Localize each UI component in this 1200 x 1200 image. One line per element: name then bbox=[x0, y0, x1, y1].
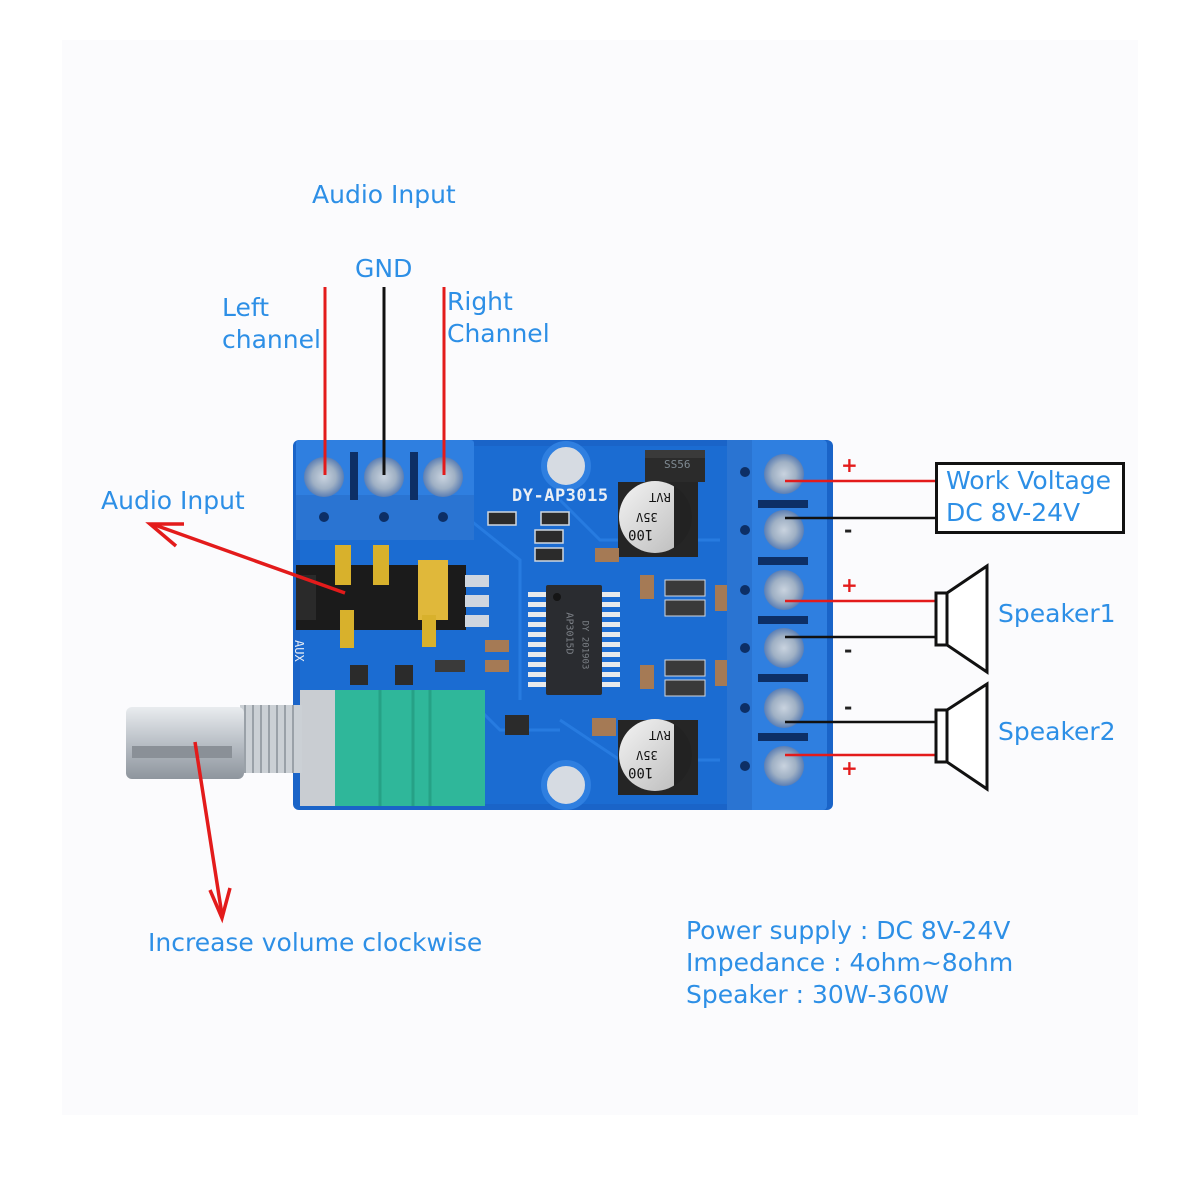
left-channel-label-line2: channel bbox=[222, 325, 321, 354]
terminal-screw-vcc-minus bbox=[764, 510, 804, 550]
cap-bottom-marking-2: 35V bbox=[636, 748, 658, 762]
specs-block: Power supply : DC 8V-24V Impedance : 4oh… bbox=[686, 915, 1013, 1011]
terminal-screw-left bbox=[304, 457, 344, 522]
cap-top-marking-2: 35V bbox=[636, 510, 658, 524]
right-channel-label-line2: Channel bbox=[447, 319, 550, 348]
audio-input-top-label: Audio Input bbox=[312, 180, 456, 209]
left-channel-label-line1: Left bbox=[222, 293, 270, 322]
work-voltage-range: DC 8V-24V bbox=[946, 498, 1081, 527]
audio-input-terminal bbox=[296, 440, 474, 540]
aux-audio-jack bbox=[296, 545, 466, 648]
diode-ss56 bbox=[645, 450, 705, 482]
audio-jack-arrow bbox=[145, 522, 346, 595]
mounting-hole bbox=[541, 760, 591, 810]
volume-potentiometer bbox=[126, 690, 485, 806]
right-channel-label-line1: Right bbox=[447, 287, 513, 316]
speaker1-icon bbox=[934, 563, 989, 675]
board-model-silkscreen: DY-AP3015 bbox=[512, 486, 609, 506]
terminal-screw-vcc-plus bbox=[764, 454, 804, 494]
volume-knob[interactable] bbox=[126, 707, 244, 779]
speaker1-minus-sign: - bbox=[844, 638, 853, 662]
volume-arrow bbox=[193, 741, 232, 924]
terminal-screw-speaker2-minus bbox=[764, 688, 804, 728]
volume-hint-label: Increase volume clockwise bbox=[148, 928, 483, 957]
cap-top-marking-1: RVT bbox=[649, 490, 671, 504]
work-voltage-label: Work Voltage bbox=[946, 466, 1112, 495]
terminal-screw-speaker1-minus bbox=[764, 628, 804, 668]
terminal-screw-speaker1-plus bbox=[764, 570, 804, 610]
speaker2-plus-sign: + bbox=[841, 756, 858, 780]
speaker1-plus-sign: + bbox=[841, 573, 858, 597]
power-plus-sign: + bbox=[841, 453, 858, 477]
speaker2-label: Speaker2 bbox=[998, 717, 1116, 746]
audio-input-jack-label: Audio Input bbox=[101, 486, 245, 515]
terminal-screw-right bbox=[423, 457, 463, 522]
spec-speaker: Speaker : 30W-360W bbox=[686, 980, 949, 1009]
work-voltage-box: Work Voltage DC 8V-24V bbox=[935, 462, 1125, 534]
cap-top-marking-3: 100 bbox=[628, 526, 654, 542]
terminal-screw-speaker2-plus bbox=[764, 746, 804, 786]
smd-components bbox=[350, 511, 729, 736]
speaker2-icon bbox=[934, 681, 989, 792]
cap-bottom-marking-1: RVT bbox=[649, 728, 671, 742]
mounting-hole bbox=[541, 441, 591, 491]
speaker1-label: Speaker1 bbox=[998, 599, 1116, 628]
ic-marking-line2: DY 201903 bbox=[579, 620, 590, 670]
aux-silkscreen: AUX bbox=[292, 640, 306, 662]
terminal-screw-gnd bbox=[364, 457, 404, 522]
power-minus-sign: - bbox=[844, 518, 853, 542]
speaker2-minus-sign: - bbox=[844, 695, 853, 719]
diode-marking: SS56 bbox=[664, 458, 691, 471]
capacitor-bottom bbox=[618, 719, 698, 795]
gnd-label: GND bbox=[355, 254, 413, 283]
output-terminal-block bbox=[727, 440, 827, 810]
capacitor-top bbox=[618, 481, 698, 557]
cap-bottom-marking-3: 100 bbox=[628, 764, 654, 780]
spec-power-supply: Power supply : DC 8V-24V bbox=[686, 916, 1011, 945]
amplifier-ic bbox=[528, 585, 620, 695]
ic-marking-line1: AP3015D bbox=[563, 612, 575, 655]
spec-impedance: Impedance : 4ohm~8ohm bbox=[686, 948, 1014, 977]
